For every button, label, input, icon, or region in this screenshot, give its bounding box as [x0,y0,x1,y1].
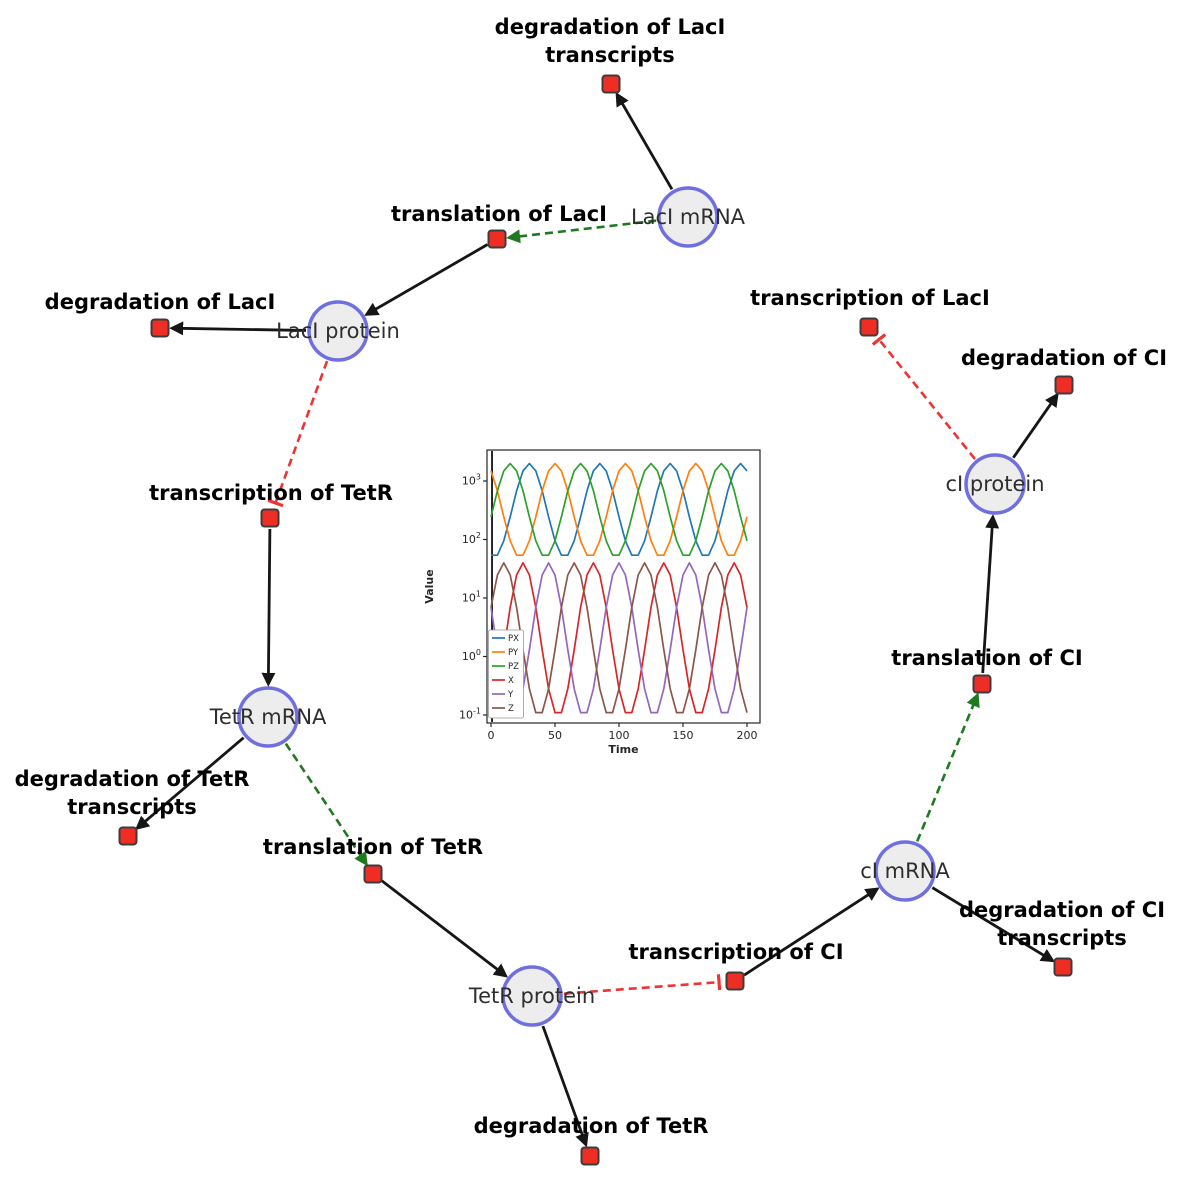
edge-translation_tetR-tetR_protein [380,879,509,978]
reaction-node-deg_lacI_tx[interactable] [601,74,621,94]
reaction-label-deg_tetR: degradation of TetR [474,1114,709,1138]
y-axis-label: Value [423,569,436,603]
reaction-label-deg_lacI: degradation of LacI [45,290,276,314]
species-node-lacI_protein[interactable] [307,300,369,362]
species-label-tetR_protein: TetR protein [468,984,595,1008]
reaction-node-transcription_lacI[interactable] [859,317,879,337]
y-tick-label: 102 [462,531,481,546]
edge-lacI_mRNA-translation_lacI [506,219,657,244]
reaction-label-deg_tetR_tx: transcripts [67,795,197,819]
reaction-node-transcription_tetR[interactable] [260,508,280,528]
reaction-node-translation_cI[interactable] [972,674,992,694]
edge-tetR_protein-deg_tetR [541,1025,589,1148]
label-layer: degradation of LacI transcripts translatio… [15,15,1167,1138]
x-tick-label: 0 [488,729,495,742]
reaction-node-deg_cI_tx[interactable] [1053,957,1073,977]
reaction-label-deg_lacI_tx: degradation of LacI [495,15,726,39]
edge-cI_mRNA-translation_cI [915,692,980,842]
species-node-cI_protein[interactable] [964,453,1026,515]
reaction-label-transcription_cI: transcription of CI [628,940,843,964]
legend-label-Y: Y [507,690,514,700]
legend-label-PZ: PZ [508,662,519,672]
reaction-label-deg_cI: degradation of CI [961,346,1167,370]
species-node-cI_mRNA[interactable] [874,840,936,902]
y-tick-label: 10-1 [459,707,481,722]
edge-transcription_tetR-tetR_mRNA [261,528,276,687]
series-PY [490,462,748,557]
x-tick-label: 50 [548,729,562,742]
species-label-lacI_protein: LacI protein [276,319,400,343]
legend-label-PY: PY [508,648,519,658]
species-label-tetR_mRNA: TetR mRNA [209,705,327,729]
reaction-node-deg_lacI[interactable] [150,318,170,338]
legend-label-X: X [508,676,514,686]
edge-cI_mRNA-deg_cI_tx [931,886,1056,963]
reaction-label-deg_cI_tx: degradation of CI [959,898,1165,922]
reaction-label-deg_cI_tx: transcripts [997,926,1127,950]
y-tick-label: 103 [462,473,481,488]
series-Z [490,562,748,714]
series-Y [490,562,748,714]
reaction-node-translation_tetR[interactable] [363,864,383,884]
species-label-lacI_mRNA: LacI mRNA [631,205,746,229]
edge-translation_cI-cI_protein [981,514,1000,674]
legend-label-PX: PX [508,634,519,644]
reaction-label-translation_cI: translation of CI [891,646,1082,670]
x-axis-label: Time [608,743,638,756]
edge-tetR_mRNA-deg_tetR_tx [135,736,245,831]
edge-cI_protein-deg_cI [1012,392,1059,459]
reaction-label-deg_tetR_tx: degradation of TetR [15,767,250,791]
reaction-label-deg_lacI_tx: transcripts [545,43,675,67]
series-PZ [490,462,748,557]
species-node-tetR_mRNA[interactable] [237,686,299,748]
x-tick-label: 150 [673,729,694,742]
reaction-label-translation_lacI: translation of LacI [391,202,607,226]
species-node-tetR_protein[interactable] [501,965,563,1027]
y-tick-label: 100 [462,648,481,663]
species-label-cI_mRNA: cI mRNA [860,859,950,883]
reaction-node-deg_tetR_tx[interactable] [118,826,138,846]
legend-label-Z: Z [508,704,514,714]
edge-layer [135,91,1059,1148]
reaction-node-deg_cI[interactable] [1054,375,1074,395]
reaction-node-deg_tetR[interactable] [580,1146,600,1166]
reaction-label-transcription_tetR: transcription of TetR [149,481,393,505]
species-node-lacI_mRNA[interactable] [657,186,719,248]
edge-translation_lacI-lacI_protein [364,243,489,316]
node-layer [118,74,1074,1166]
reaction-node-transcription_cI[interactable] [725,971,745,991]
edge-transcription_cI-cI_mRNA [743,887,880,977]
edge-lacI_protein-deg_lacI [169,321,307,336]
series-PX [491,462,748,557]
x-tick-label: 200 [737,729,758,742]
reaction-label-transcription_lacI: transcription of LacI [750,286,990,310]
y-tick-label: 101 [462,590,481,605]
edge-tetR_mRNA-translation_tetR [284,742,368,867]
reaction-node-translation_lacI[interactable] [487,229,507,249]
x-tick-label: 100 [609,729,630,742]
reaction-label-translation_tetR: translation of TetR [263,835,483,859]
species-label-cI_protein: cI protein [945,472,1044,496]
edge-lacI_mRNA-deg_lacI_tx [615,91,674,191]
